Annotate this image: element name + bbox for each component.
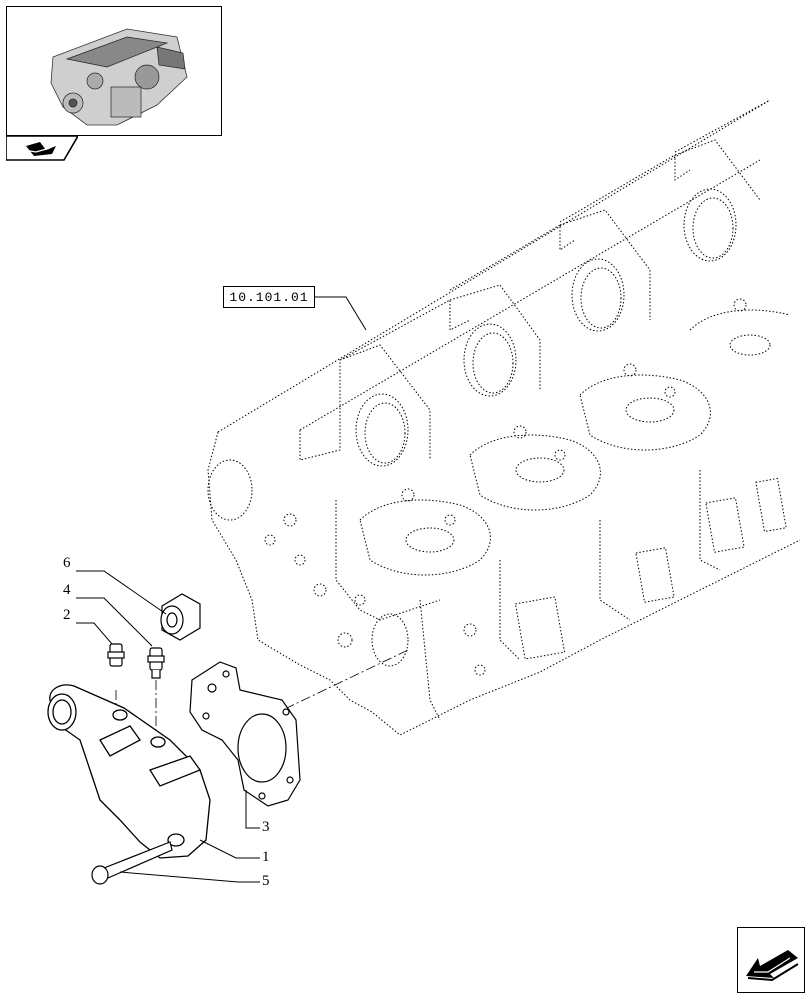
engine-thumbnail-icon <box>50 28 188 126</box>
reference-label-box[interactable]: 10.101.01 <box>223 286 315 308</box>
callout-5: 5 <box>262 873 270 889</box>
catalog-selector-tab[interactable] <box>5 135 80 167</box>
part-6-sleeve <box>160 593 201 641</box>
callout-2: 2 <box>63 607 71 623</box>
reference-label: 10.101.01 <box>229 289 309 305</box>
callout-3: 3 <box>262 819 270 835</box>
reference-leader-line <box>315 296 367 331</box>
callout-4: 4 <box>63 582 71 598</box>
part-1-housing <box>47 684 211 859</box>
next-page-button[interactable] <box>737 927 805 993</box>
callout-6: 6 <box>63 555 71 571</box>
book-arrow-icon <box>23 142 56 156</box>
part-2-plug <box>107 643 125 667</box>
callout-1: 1 <box>262 849 270 865</box>
part-3-gasket <box>189 661 301 807</box>
next-page-arrow-icon <box>746 950 799 982</box>
part-5-bolt <box>91 841 173 885</box>
cylinder-head-drawing <box>207 99 801 736</box>
part-4-fitting <box>147 647 165 679</box>
engine-thumbnail <box>6 6 222 136</box>
callout-leaders <box>76 570 260 883</box>
